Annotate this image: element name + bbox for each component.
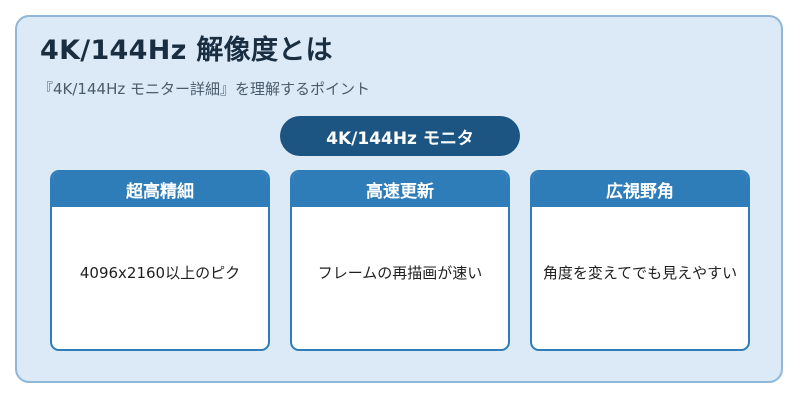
center-topic-pill: 4K/144Hz モニタ bbox=[280, 116, 520, 156]
card-body: 4096x2160以上のピク bbox=[79, 263, 241, 282]
feature-card-viewing-angle: 広視野角 角度を変えてでも見えやすい bbox=[530, 170, 750, 351]
feature-card-refresh: 高速更新 フレームの再描画が速い bbox=[290, 170, 510, 351]
center-topic-label: 4K/144Hz モニタ bbox=[326, 128, 474, 149]
feature-card-resolution: 超高精細 4096x2160以上のピク bbox=[50, 170, 270, 351]
card-body: フレームの再描画が速い bbox=[317, 263, 483, 282]
card-header: 超高精細 bbox=[52, 172, 268, 207]
page-title: 4K/144Hz 解像度とは bbox=[40, 35, 333, 66]
card-header: 広視野角 bbox=[532, 172, 748, 207]
card-header: 高速更新 bbox=[292, 172, 508, 207]
card-body: 角度を変えてでも見えやすい bbox=[542, 263, 738, 282]
page-subtitle: 『4K/144Hz モニター詳細』を理解するポイント bbox=[38, 80, 370, 98]
